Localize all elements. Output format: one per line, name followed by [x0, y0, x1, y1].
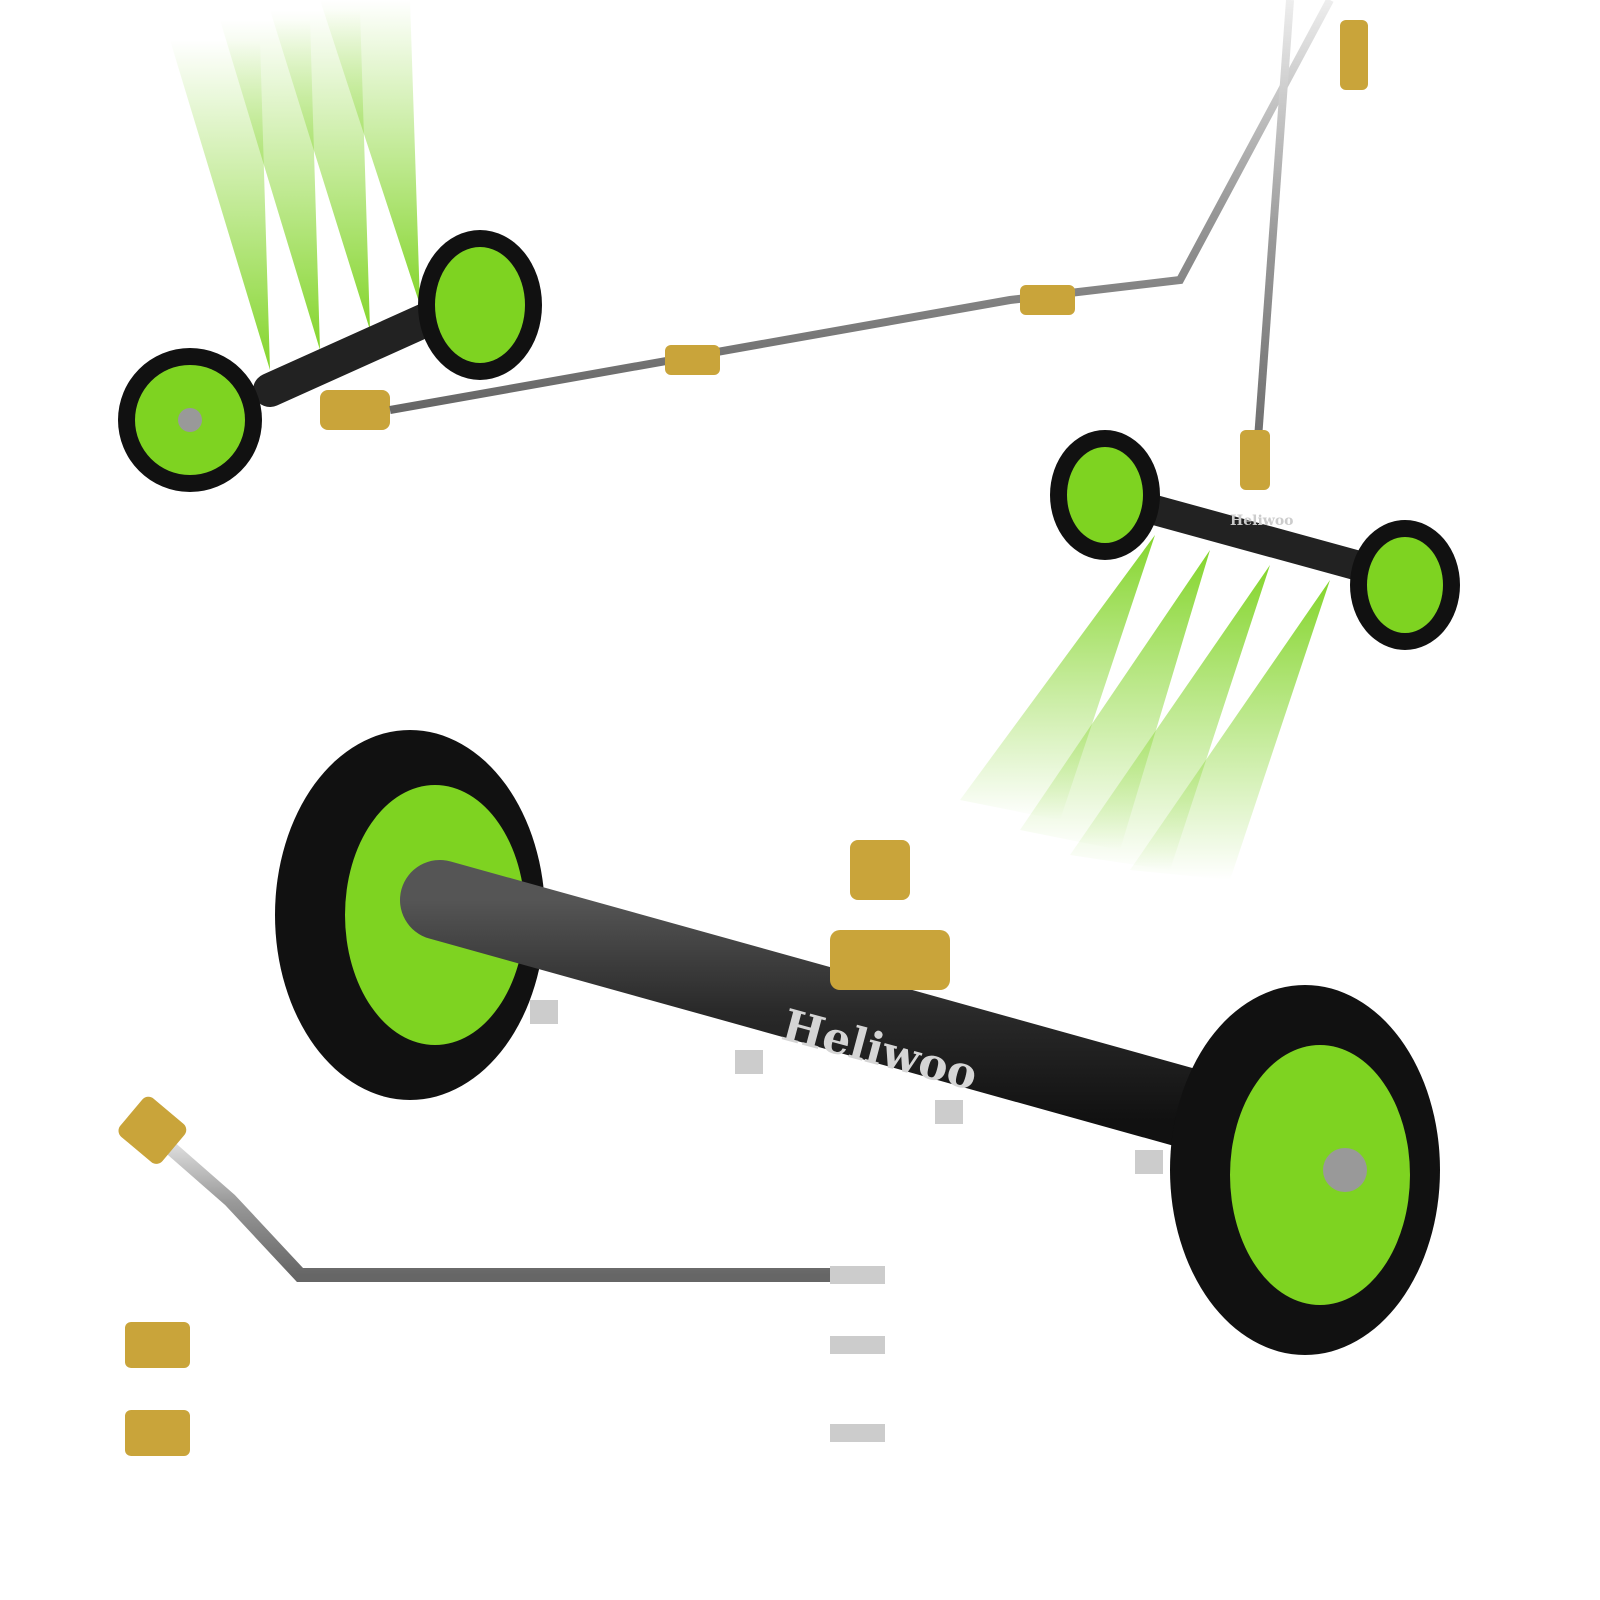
spray-top-left — [170, 0, 420, 370]
cleaner-top-right: Heliwoo — [960, 0, 1460, 880]
extension-wands — [118, 1096, 885, 1456]
cleaner-main — [275, 730, 1440, 1355]
cleaner-top-left — [118, 0, 1334, 492]
brand-label-small: Heliwoo — [1230, 513, 1294, 529]
